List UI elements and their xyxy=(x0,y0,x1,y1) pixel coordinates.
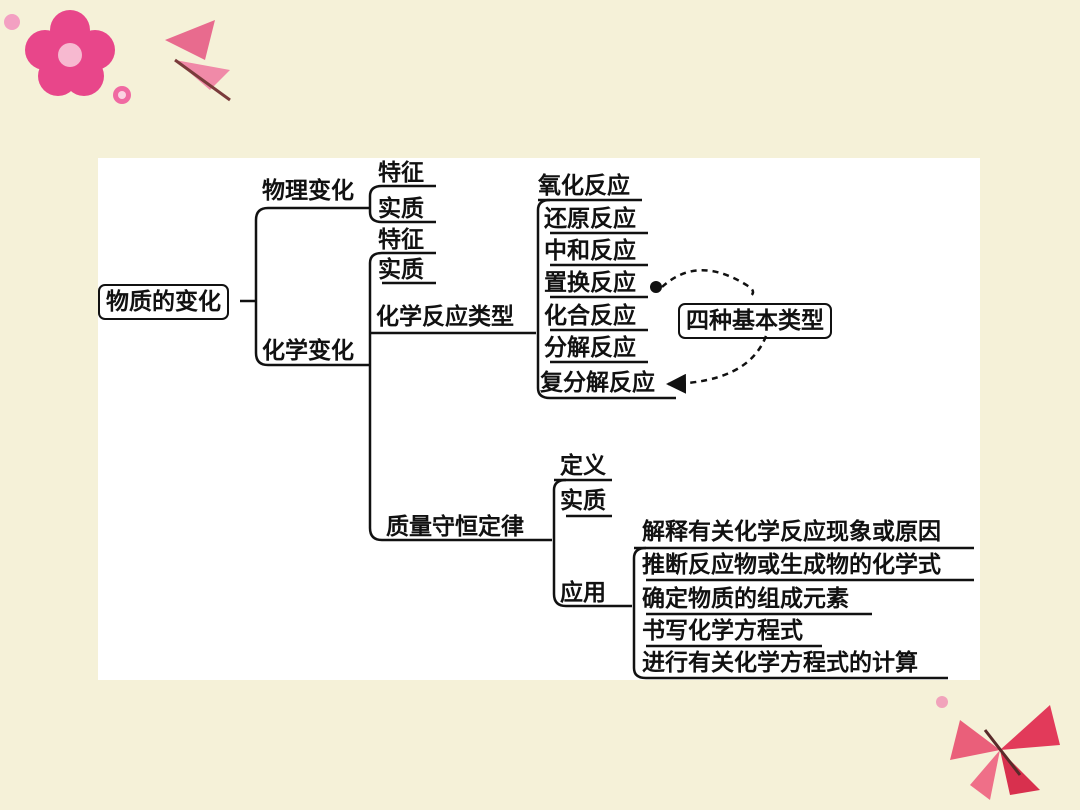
butterfly-decoration-icon xyxy=(936,696,1060,800)
application-item: 确定物质的组成元素 xyxy=(642,586,849,612)
application-item: 解释有关化学反应现象或原因 xyxy=(642,519,941,545)
reaction-type-item: 还原反应 xyxy=(544,206,636,232)
application-item: 书写化学方程式 xyxy=(642,618,803,644)
physical-feature-label: 特征 xyxy=(378,160,424,186)
reaction-type-item: 化合反应 xyxy=(544,303,636,329)
flower-decoration-icon xyxy=(4,10,231,104)
application-label: 应用 xyxy=(560,580,606,606)
conservation-essence-label: 实质 xyxy=(560,488,606,514)
connector-lines xyxy=(240,184,974,680)
physical-essence-label: 实质 xyxy=(378,196,424,222)
reaction-types-label: 化学反应类型 xyxy=(376,304,514,330)
physical-change-label: 物理变化 xyxy=(262,178,354,204)
chemical-change-label: 化学变化 xyxy=(262,338,354,364)
basic-types-node: 四种基本类型 xyxy=(678,303,832,339)
reaction-type-item: 氧化反应 xyxy=(538,173,630,199)
reaction-type-item: 复分解反应 xyxy=(540,370,655,396)
reaction-type-item: 中和反应 xyxy=(544,238,636,264)
chemical-essence-label: 实质 xyxy=(378,257,424,283)
root-node: 物质的变化 xyxy=(98,284,229,320)
reaction-type-item: 分解反应 xyxy=(544,335,636,361)
chemical-feature-label: 特征 xyxy=(378,227,424,253)
concept-map-panel: 物质的变化 物理变化 特征 实质 化学变化 特征 实质 化学反应类型 氧化反应 … xyxy=(98,158,980,680)
application-item: 进行有关化学方程式的计算 xyxy=(642,650,918,676)
reaction-type-item: 置换反应 xyxy=(544,270,636,296)
application-item: 推断反应物或生成物的化学式 xyxy=(642,552,941,578)
conservation-law-label: 质量守恒定律 xyxy=(386,514,524,540)
conservation-definition-label: 定义 xyxy=(560,453,606,479)
